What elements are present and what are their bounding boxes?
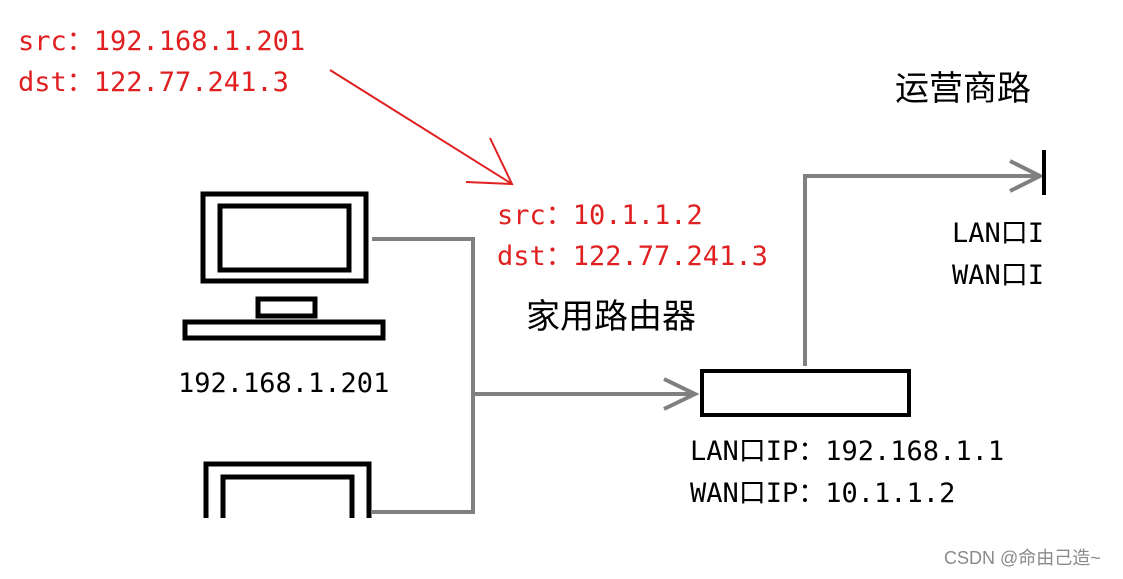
packet-src-after: src：10.1.1.2 [497,200,703,231]
home-router-title: 家用路由器 [526,297,696,337]
nat-arrow-head [465,137,514,186]
isp-router-title: 运营商路 [895,69,1031,109]
pc1-icon [182,191,386,341]
pc1-ip-label: 192.168.1.201 [178,368,390,399]
pc1-keyboard [182,319,386,341]
watermark: CSDN @命由己造~ [944,548,1101,568]
pc2-icon [203,461,372,518]
isp-router-lan-label: LAN口I [952,218,1045,249]
pc1-stand [255,296,318,319]
pc2-monitor-inner [220,474,355,518]
isp-arrowhead [1009,159,1045,193]
pc2-monitor-outer [203,461,372,518]
router-arrowhead [663,377,700,411]
pc1-monitor-outer [200,191,369,284]
home-router-box [700,369,911,417]
router-to-isp-link [803,174,1040,366]
packet-dst-before: dst：122.77.241.3 [18,67,289,98]
packet-dst-after: dst：122.77.241.3 [497,241,768,272]
isp-router-wan-label: WAN口I [952,260,1045,291]
nat-arrow-line [329,69,513,185]
home-router-wan-ip: WAN口IP：10.1.1.2 [690,478,956,509]
pc1-link [372,237,475,514]
packet-src-before: src：192.168.1.201 [18,26,306,57]
pc1-monitor-inner [217,203,352,273]
home-router-lan-ip: LAN口IP：192.168.1.1 [690,436,1005,467]
